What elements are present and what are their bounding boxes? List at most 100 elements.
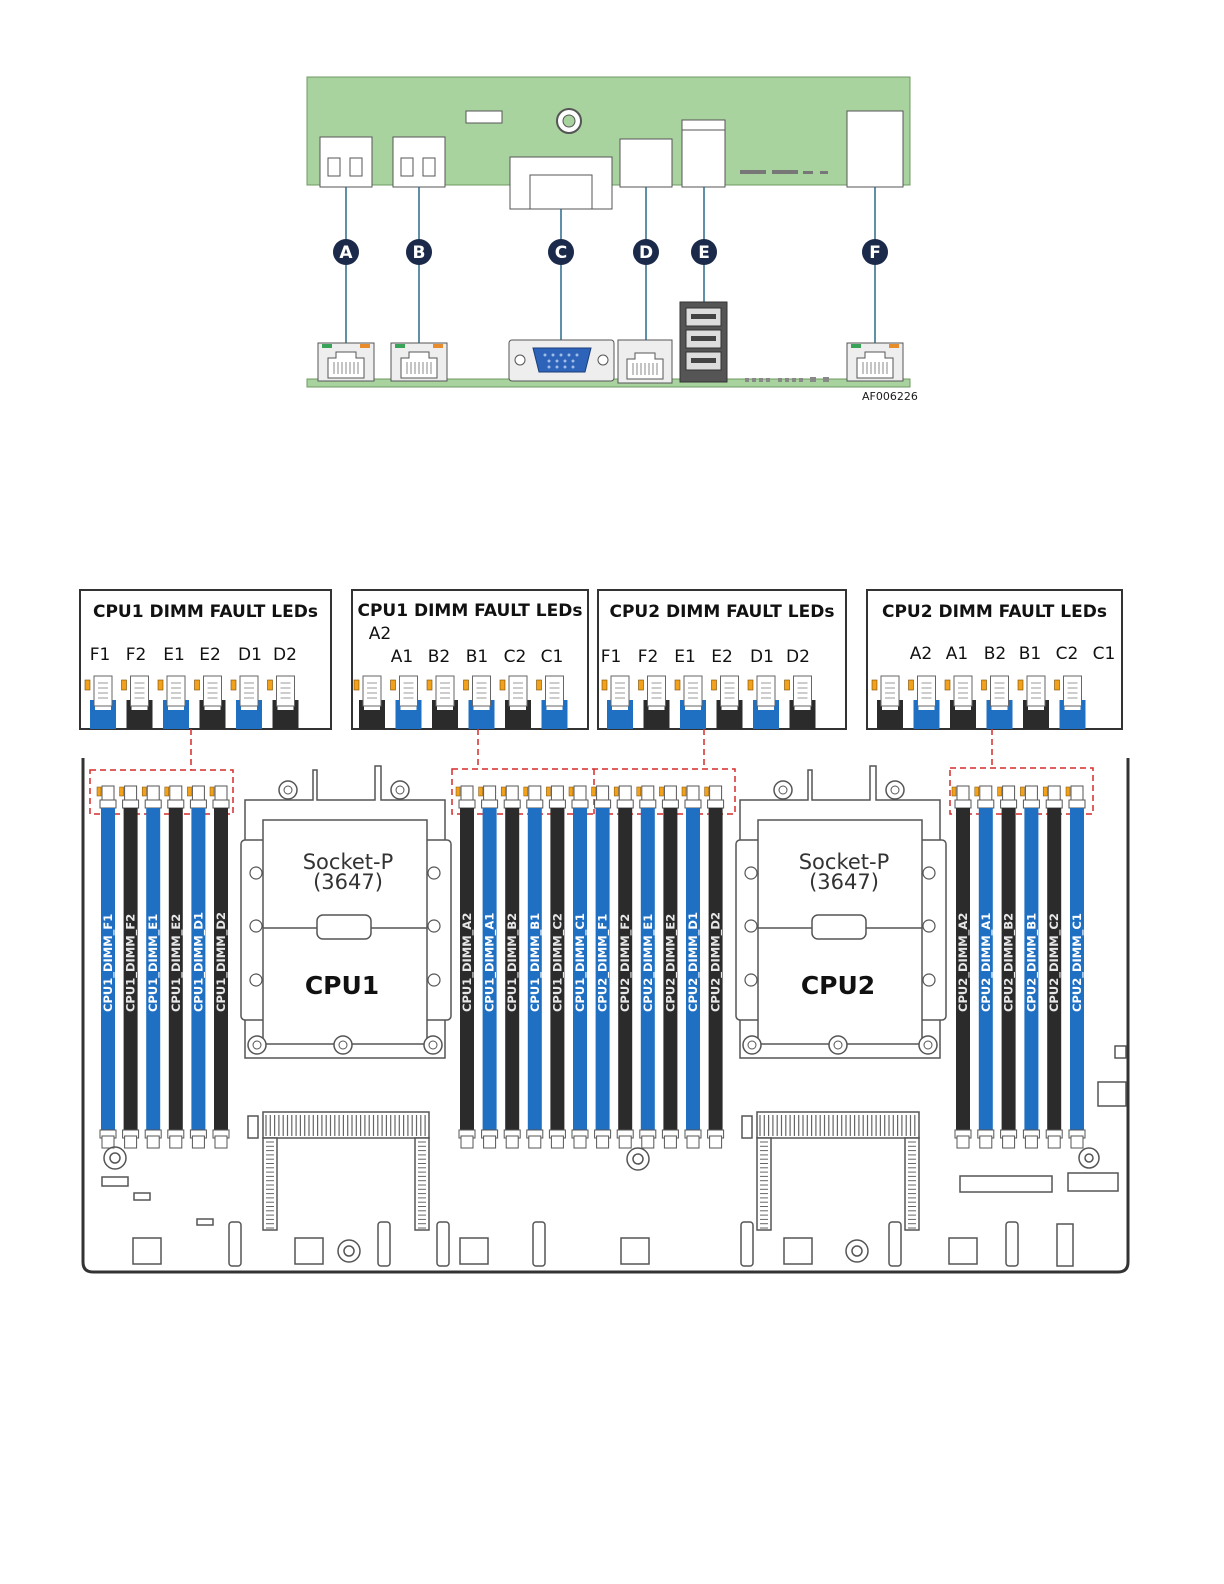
dimm-fault-led xyxy=(96,786,102,797)
hole-2 xyxy=(626,1147,650,1171)
dimm-slot-label: CPU2_DIMM_F2 xyxy=(618,914,633,1012)
callout-c: C xyxy=(548,239,574,265)
mini-slot xyxy=(871,675,903,729)
mini-slot xyxy=(1017,675,1049,729)
dimm-slot-label: CPU2_DIMM_B2 xyxy=(1002,913,1017,1012)
led-label: B1 xyxy=(466,647,488,667)
dimm-slot-label: CPU1_DIMM_A2 xyxy=(460,913,475,1012)
dimm-fault-led xyxy=(119,786,124,797)
mini-slot xyxy=(157,675,189,729)
dimm-slot: CPU2_DIMM_C2 xyxy=(1042,785,1063,1149)
fault-led xyxy=(536,679,542,691)
mini-slot xyxy=(944,675,976,729)
dimm-fault-led xyxy=(1020,786,1025,797)
cpu-socket-1: Socket-P(3647)CPU1 xyxy=(240,765,452,1059)
port-f-top xyxy=(846,110,904,188)
vga-port-c xyxy=(508,339,615,382)
led-label: D1 xyxy=(238,645,262,665)
dimm-fault-led xyxy=(209,786,215,797)
dimm-slot: CPU2_DIMM_E2 xyxy=(659,785,679,1149)
dimm-fault-led xyxy=(1065,786,1071,797)
fault-led xyxy=(747,679,754,691)
misc-components xyxy=(101,1045,1127,1267)
port-c-top xyxy=(509,156,613,210)
led-label: C1 xyxy=(1093,644,1116,664)
dimm-slot: CPU2_DIMM_B2 xyxy=(997,785,1018,1149)
dimm-fault-led xyxy=(500,786,506,797)
mini-slot xyxy=(747,675,779,729)
fault-led xyxy=(784,679,790,691)
dimm-slot-label: CPU2_DIMM_C2 xyxy=(1047,913,1062,1012)
led-label: D1 xyxy=(750,647,774,667)
led-label: A1 xyxy=(946,644,968,664)
dimm-slot-label: CPU2_DIMM_A1 xyxy=(979,913,994,1012)
callout-a: A xyxy=(333,239,359,265)
dimm-slot-label: CPU2_DIMM_E2 xyxy=(663,914,678,1012)
dimm-slot: CPU2_DIMM_D1 xyxy=(681,785,702,1149)
dimm-slot-label: CPU1_DIMM_B1 xyxy=(528,913,543,1012)
dimm-fault-led xyxy=(704,786,709,797)
led-label: E2 xyxy=(711,647,733,667)
dimm-slot-label: CPU1_DIMM_C2 xyxy=(550,913,565,1012)
dimm-slot: CPU1_DIMM_C1 xyxy=(568,785,589,1149)
svg-text:A: A xyxy=(339,243,353,263)
fault-led xyxy=(390,679,396,691)
mini-slot xyxy=(784,675,816,729)
fault-led xyxy=(194,679,200,691)
dimm-slot-label: CPU2_DIMM_F1 xyxy=(596,914,611,1012)
svg-text:F: F xyxy=(869,243,881,263)
board-markings xyxy=(740,170,828,174)
dimm-fault-led xyxy=(636,786,642,797)
port-a-top xyxy=(319,136,373,188)
usb-stack-port-e xyxy=(679,301,728,383)
led-label: F2 xyxy=(638,647,659,667)
dimm-fault-led xyxy=(1042,786,1048,797)
socket-type: Socket-P xyxy=(303,850,394,874)
socket-type: Socket-P xyxy=(799,850,890,874)
fault-led xyxy=(981,679,987,691)
dimm-fault-led xyxy=(974,786,980,797)
dimm-slot-label: CPU1_DIMM_E2 xyxy=(169,914,184,1012)
fault-box-title: CPU1 DIMM FAULT LEDs xyxy=(358,601,583,621)
port-e-top xyxy=(681,119,726,188)
fault-led xyxy=(84,679,91,691)
svg-text:D: D xyxy=(639,243,653,263)
rj45-port-b xyxy=(390,342,448,382)
led-label: D2 xyxy=(786,647,810,667)
fault-box-title: CPU2 DIMM FAULT LEDs xyxy=(882,602,1107,622)
led-label: A2 xyxy=(910,644,932,664)
dimm-slot-label: CPU2_DIMM_D1 xyxy=(686,912,701,1012)
led-label: F2 xyxy=(126,645,147,665)
dimm-slot: CPU2_DIMM_D2 xyxy=(704,785,725,1149)
dimm-slot-label: CPU2_DIMM_A2 xyxy=(956,913,971,1012)
rear-status-leds xyxy=(745,377,829,382)
fault-led xyxy=(908,679,914,691)
callout-e: E xyxy=(691,239,717,265)
dimm-slot: CPU1_DIMM_A2 xyxy=(455,785,476,1149)
fault-led xyxy=(353,679,360,691)
mini-slot xyxy=(390,675,422,729)
dimm-fault-led xyxy=(455,786,461,797)
fault-led xyxy=(1054,679,1060,691)
svg-text:E: E xyxy=(698,243,710,263)
callout-d: D xyxy=(633,239,659,265)
fault-box-title: CPU1 DIMM FAULT LEDs xyxy=(93,602,318,622)
cpu-socket-2: Socket-P(3647)CPU2 xyxy=(735,765,947,1059)
dimm-slot: CPU2_DIMM_E1 xyxy=(636,785,657,1149)
mini-slot xyxy=(121,675,153,729)
led-label: E2 xyxy=(199,645,221,665)
led-label: C2 xyxy=(1056,644,1079,664)
dimm-slot: CPU2_DIMM_F1 xyxy=(591,785,612,1149)
svg-text:C: C xyxy=(555,243,567,263)
mini-slot xyxy=(499,675,531,729)
led-label: E1 xyxy=(163,645,185,665)
dimm-slot-label: CPU2_DIMM_B1 xyxy=(1024,913,1039,1012)
led-label: E1 xyxy=(674,647,696,667)
dimm-fault-led xyxy=(141,786,147,797)
fault-led xyxy=(463,679,469,691)
cpu-label: CPU1 xyxy=(305,971,379,1000)
